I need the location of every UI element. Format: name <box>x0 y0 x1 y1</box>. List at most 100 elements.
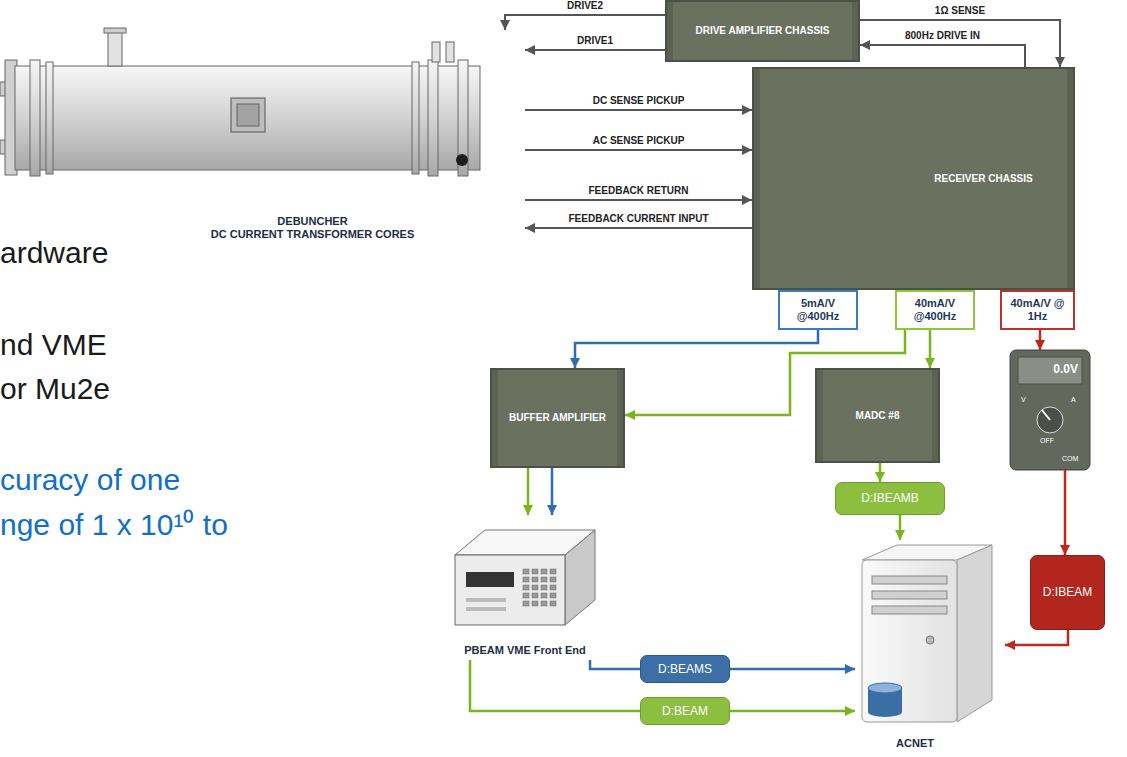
connector-line <box>1064 470 1067 555</box>
node-title: PBEAM VME Front End <box>464 644 586 657</box>
slide-text: or Mu2e <box>0 372 110 407</box>
arrow-head <box>547 505 557 515</box>
debuncher-cores-part <box>456 154 468 166</box>
debuncher-cores-part <box>432 42 440 62</box>
output-box: 40mA/V @400Hz <box>895 290 975 330</box>
debuncher-cores-part <box>446 42 454 62</box>
connector <box>470 660 640 711</box>
connector-line <box>730 668 855 671</box>
computer-tower-part <box>926 636 934 644</box>
computer-tower <box>862 545 992 722</box>
computer-tower-part <box>862 560 957 722</box>
signal-label: AC SENSE PICKUP <box>590 135 688 147</box>
node-title: 40mA/V @ 1Hz <box>1006 297 1069 323</box>
node-title: D:BEAMS <box>658 662 712 676</box>
arrow-head <box>845 706 855 716</box>
vme-front-end: PBEAM VME Front End <box>440 515 610 660</box>
chassis-box: BUFFER AMPLIFIER <box>490 368 625 468</box>
connector <box>1060 470 1070 555</box>
connector <box>860 40 1025 67</box>
debuncher-cores-part <box>15 66 480 170</box>
meter-marking: COM <box>1062 455 1078 462</box>
signal-label: FEEDBACK CURRENT INPUT <box>566 213 712 225</box>
connector-line <box>525 149 752 151</box>
node-title: 5mA/V @400Hz <box>784 297 852 323</box>
vme-crate-part <box>466 607 506 611</box>
connector-line <box>575 330 818 368</box>
signal-label: DRIVE2 <box>564 0 606 12</box>
connector <box>925 330 935 368</box>
output-box: 5mA/V @400Hz <box>778 290 858 330</box>
connector <box>895 515 905 540</box>
arrow-head <box>895 530 905 540</box>
node-subtitle: DC CURRENT TRANSFORMER CORES <box>211 228 415 241</box>
connector-line <box>590 660 640 669</box>
device-name: D:IBEAMB <box>835 482 945 515</box>
computer-tower-part <box>872 576 947 584</box>
signal-label: DC SENSE PICKUP <box>590 95 688 107</box>
connector-line <box>730 710 855 713</box>
meter-marking: OFF <box>1040 437 1054 444</box>
connector <box>875 463 885 482</box>
slide-text: nd VME <box>0 328 107 363</box>
meter-marking: V <box>1021 396 1026 403</box>
computer-tower-part <box>957 545 992 722</box>
arrow-head <box>523 505 533 515</box>
control-system: ACNET <box>855 540 1005 752</box>
node-title: D:IBEAMB <box>861 491 918 505</box>
connector <box>730 706 855 716</box>
connector <box>860 20 1065 67</box>
debuncher-cores-part <box>428 60 438 176</box>
arrow-head <box>1060 545 1070 555</box>
vme-crate-part <box>455 555 565 625</box>
connector-line <box>505 15 665 30</box>
arrow-head <box>742 145 752 155</box>
vme-crate-part <box>565 530 595 625</box>
signal-label: 1Ω SENSE <box>932 5 988 17</box>
arrow-head <box>1005 640 1015 650</box>
arrow-head <box>845 664 855 674</box>
vme-crate-part <box>466 572 514 587</box>
debuncher-cores-part <box>104 28 126 33</box>
chassis-box: DRIVE AMPLIFIER CHASSIS <box>665 0 860 62</box>
node-title: 40mA/V @400Hz <box>901 297 969 323</box>
connector <box>523 468 533 515</box>
connector-line <box>470 660 640 711</box>
debuncher-cores <box>0 28 480 176</box>
node-title: D:BEAM <box>662 704 708 718</box>
computer-tower-part <box>872 606 947 614</box>
meter-marking: A <box>1071 396 1076 403</box>
connector <box>730 664 855 674</box>
multimeter-part <box>1018 357 1082 384</box>
slide-text: curacy of one <box>0 463 180 498</box>
device-name: D:BEAM <box>640 697 730 725</box>
debuncher-cores-part <box>30 60 40 176</box>
connector <box>590 660 640 669</box>
connector-line <box>525 49 665 51</box>
debuncher-cores-part <box>46 62 53 174</box>
slide-text: ardware <box>0 236 108 271</box>
arrow-head <box>570 358 580 368</box>
connector-line <box>525 199 752 201</box>
debuncher-cores-part <box>108 30 122 66</box>
debuncher-cores: DEBUNCHERDC CURRENT TRANSFORMER CORES <box>0 30 525 245</box>
node-title: D:IBEAM <box>1043 585 1092 599</box>
node-title: DEBUNCHER <box>277 215 347 228</box>
debuncher-cores-part <box>237 104 259 126</box>
connector <box>1035 330 1045 350</box>
arrow-head <box>625 410 635 420</box>
vme-crate <box>455 530 595 625</box>
debuncher-cores-part <box>231 98 265 132</box>
device-name: D:BEAMS <box>640 655 730 683</box>
arrow-head <box>925 358 935 368</box>
connector <box>547 468 557 515</box>
vme-crate-part <box>522 567 558 607</box>
node-title: RECEIVER CHASSIS <box>934 173 1032 185</box>
arrow-head <box>525 223 535 233</box>
arrow-head <box>500 20 510 30</box>
signal-label: DRIVE1 <box>574 35 616 47</box>
signal-label: 800Hz DRIVE IN <box>902 30 983 42</box>
slide-text: nge of 1 x 10¹⁰ to <box>0 508 228 543</box>
connector-line <box>860 20 1060 67</box>
